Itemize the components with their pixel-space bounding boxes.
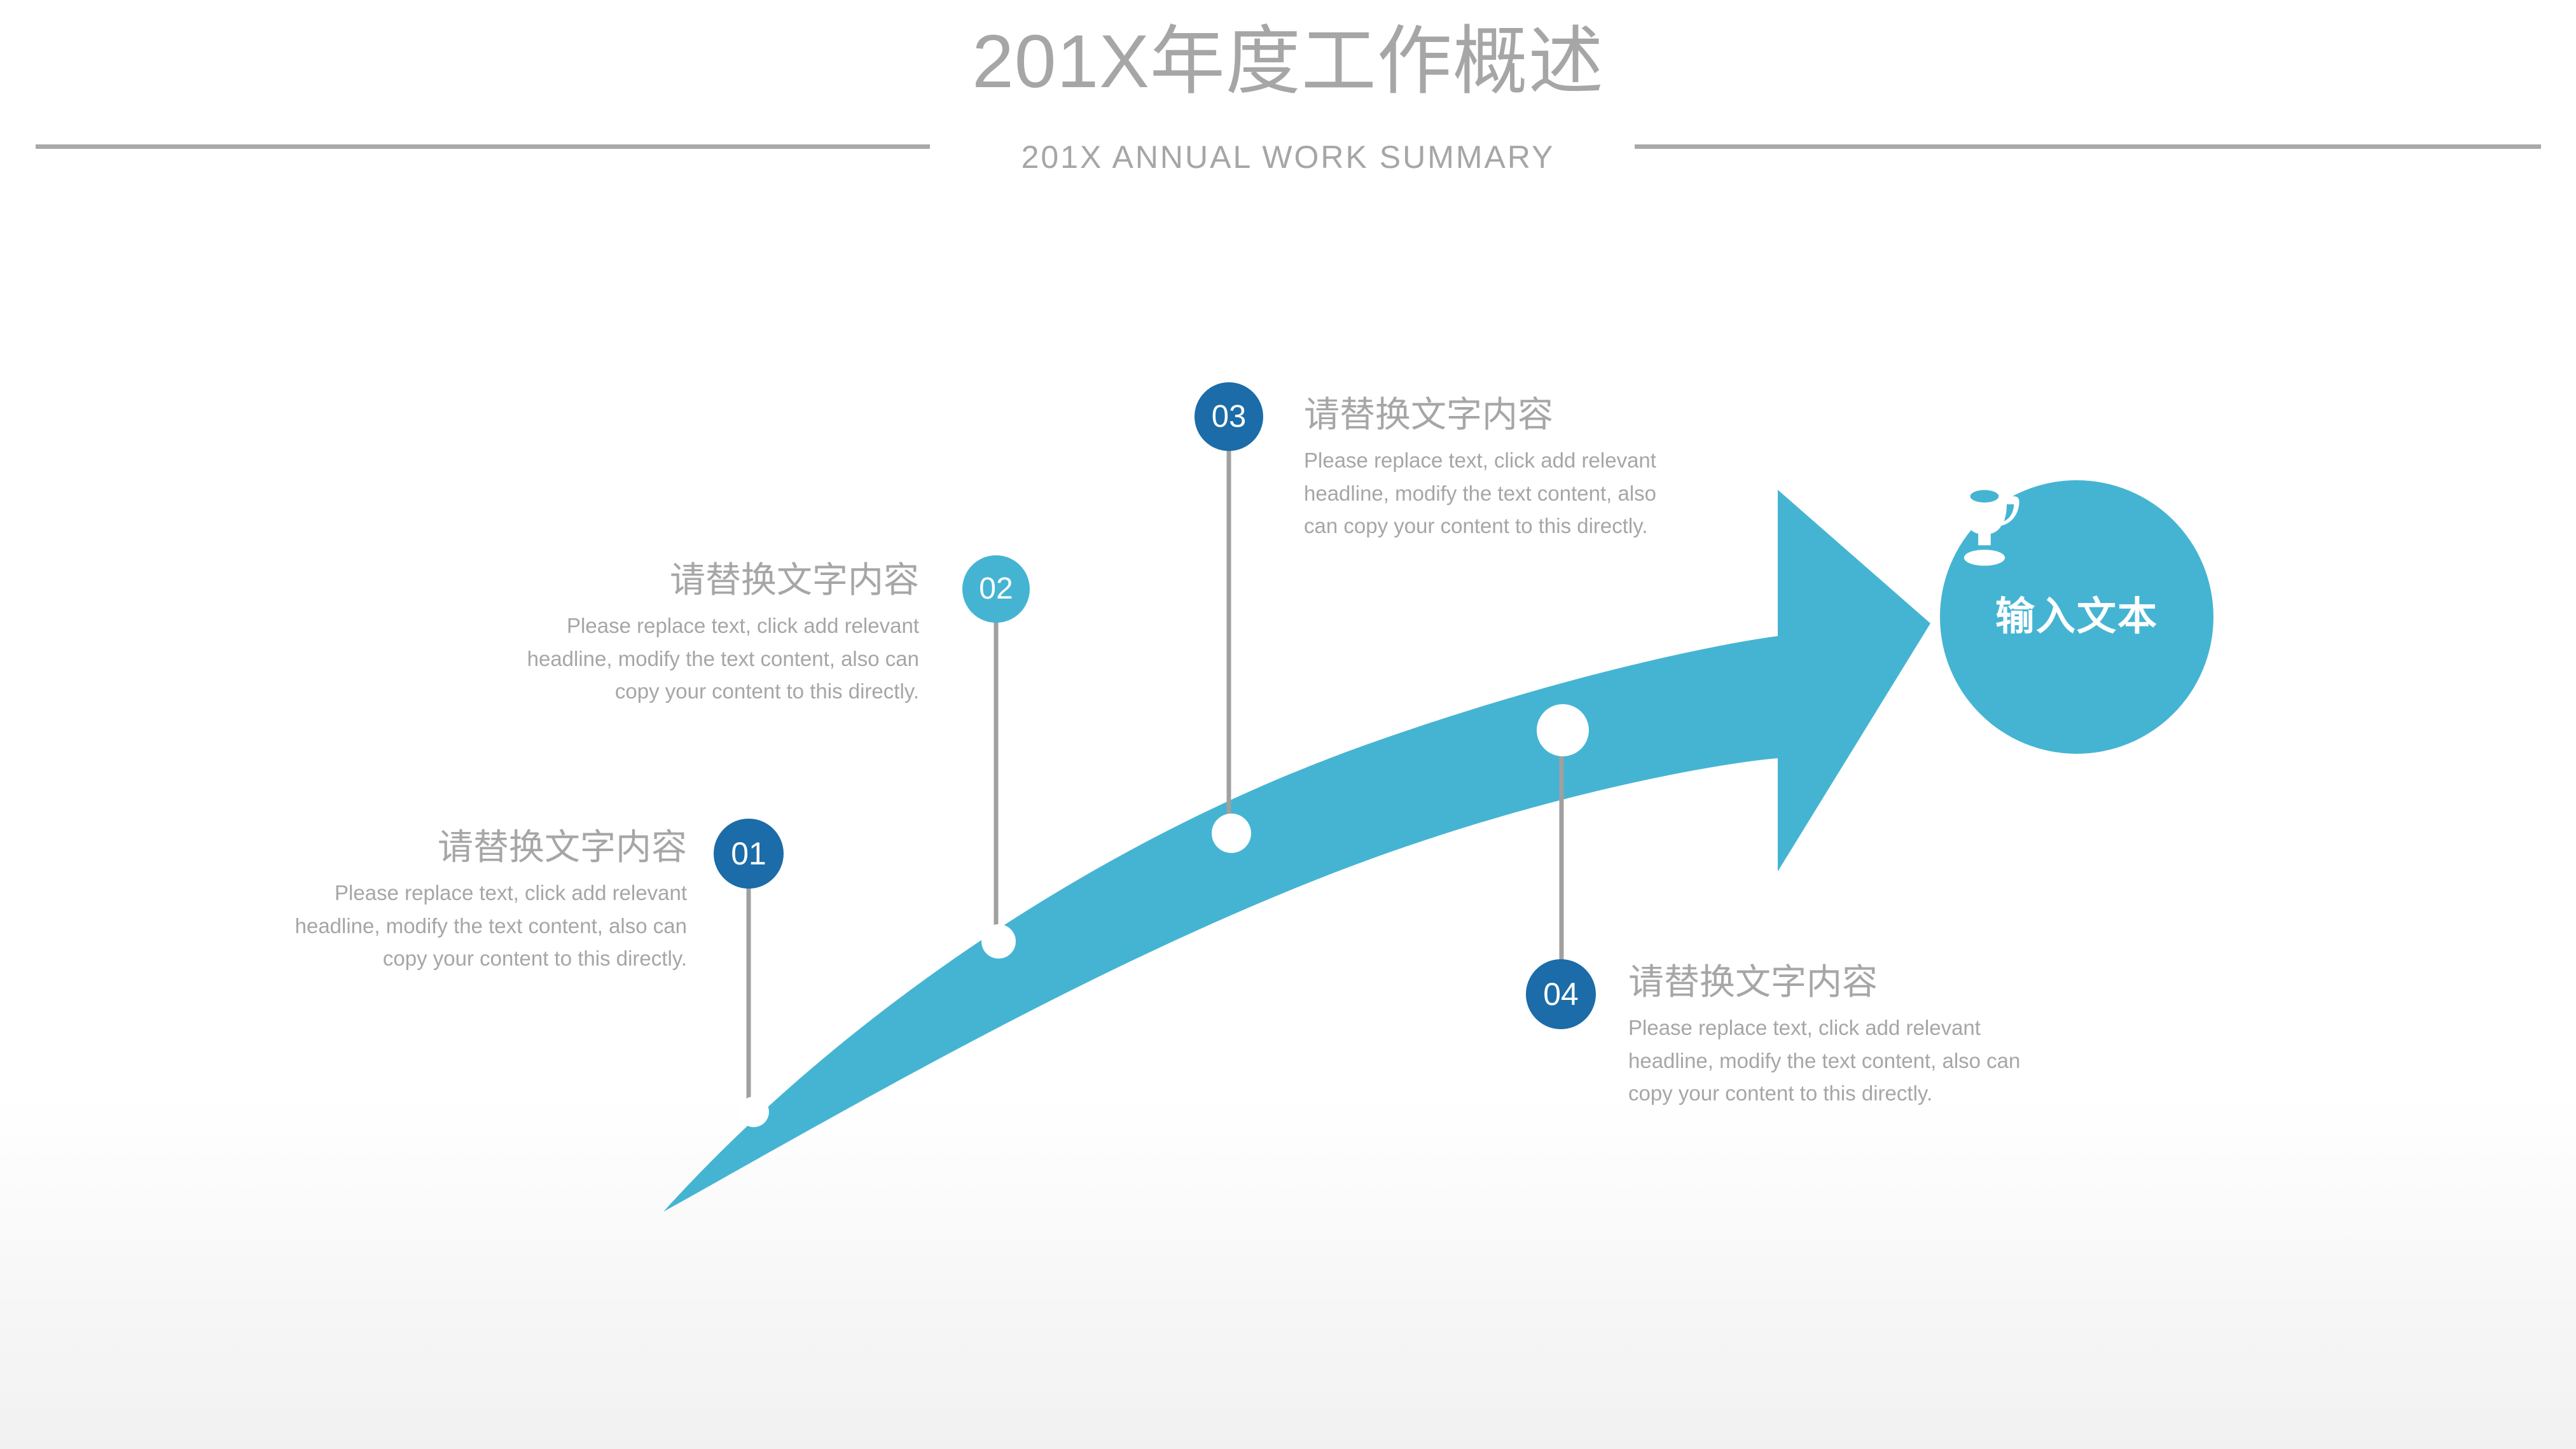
arrow-dot-04	[1537, 704, 1589, 756]
step-marker-02[interactable]: 02	[962, 555, 1030, 623]
step-heading-03: 请替换文字内容	[1304, 394, 1553, 434]
step-heading-02: 请替换文字内容	[670, 560, 919, 600]
trophy-icon	[1949, 490, 2019, 566]
end-node-label: 输入文本	[1995, 595, 2158, 639]
step-marker-04[interactable]: 04	[1526, 959, 1596, 1029]
step-number-04: 04	[1543, 976, 1579, 1012]
step-marker-01[interactable]: 01	[714, 819, 784, 889]
arrow-dot-01	[738, 1097, 769, 1127]
step-body-02: Please replace text, click add relevant …	[527, 614, 919, 703]
page-title: 201X年度工作概述	[972, 20, 1604, 104]
step-number-03: 03	[1211, 399, 1247, 434]
step-body-01: Please replace text, click add relevant …	[294, 881, 687, 970]
rising-arrow-shape	[663, 490, 1930, 1212]
step-number-01: 01	[731, 836, 766, 871]
step-text-block-04: 请替换文字内容 Please replace text, click add r…	[1628, 962, 2035, 1109]
step-heading-01: 请替换文字内容	[438, 827, 687, 867]
step-body-04: Please replace text, click add relevant …	[1628, 1016, 2021, 1105]
step-text-block-01: 请替换文字内容 Please replace text, click add r…	[254, 827, 687, 974]
step-body-03: Please replace text, click add relevant …	[1304, 448, 1657, 537]
slide-header: 201X年度工作概述 201X ANNUAL WORK SUMMARY	[0, 0, 2576, 204]
title-rule-left	[36, 144, 930, 149]
arrow-dot-03	[1212, 814, 1251, 853]
page-subtitle: 201X ANNUAL WORK SUMMARY	[1021, 139, 1555, 175]
title-rule-right	[1635, 144, 2541, 149]
step-heading-04: 请替换文字内容	[1628, 962, 1878, 1002]
step-text-block-02: 请替换文字内容 Please replace text, click add r…	[496, 560, 919, 707]
arrow-dot-02	[981, 924, 1016, 959]
step-number-02: 02	[979, 572, 1013, 606]
end-node-circle[interactable]: 输入文本	[1940, 480, 2213, 754]
step-marker-03[interactable]: 03	[1195, 382, 1263, 451]
step-text-block-03: 请替换文字内容 Please replace text, click add r…	[1304, 394, 1673, 542]
